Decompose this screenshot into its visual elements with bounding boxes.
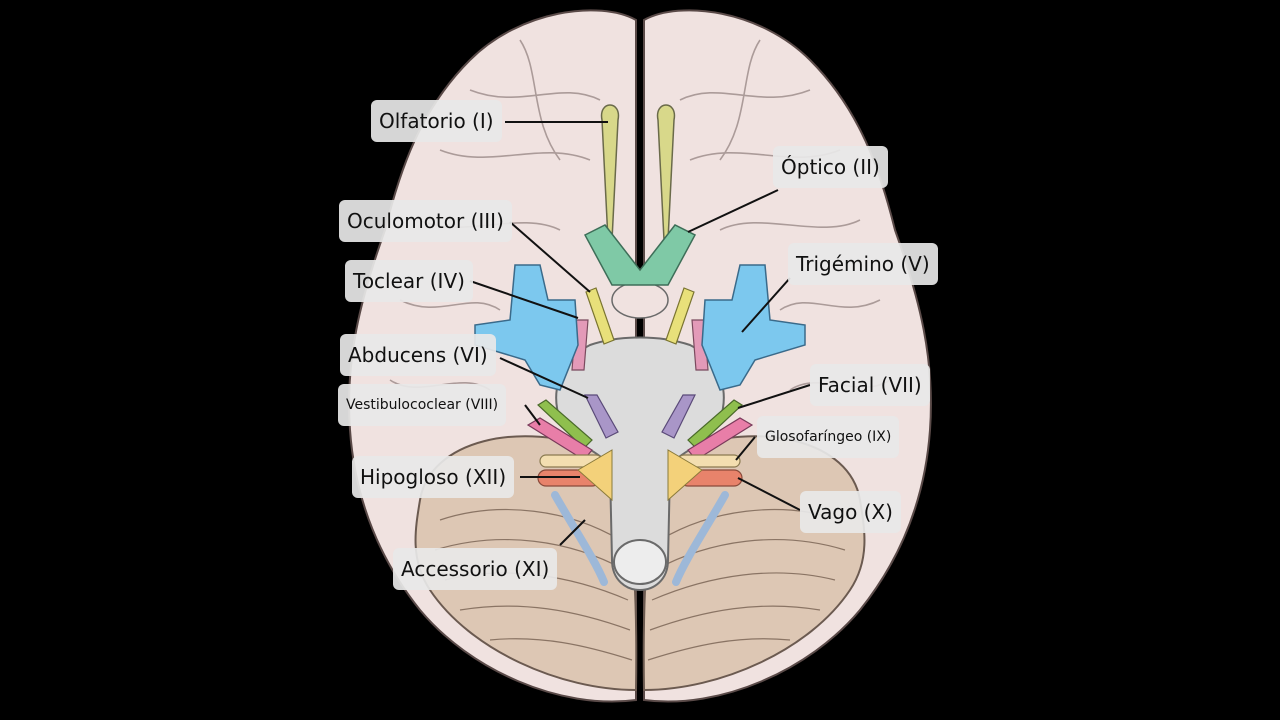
facial-nerve — [537, 399, 743, 449]
label-glosofaringeo: Glosofaríngeo (IX) — [757, 416, 900, 458]
label-oculomotor: Oculomotor (III) — [339, 200, 512, 242]
oculomotor-nerve — [585, 287, 695, 345]
label-accessorio: Accessorio (XI) — [393, 548, 558, 590]
label-vago: Vago (X) — [800, 491, 901, 533]
hypoglossal-nerve — [577, 449, 703, 502]
label-vestibulococlear: Vestibulococlear (VIII) — [338, 384, 507, 426]
abducens-nerve — [584, 394, 696, 439]
label-olfatorio: Olfatorio (I) — [371, 100, 502, 142]
optic-chiasm — [583, 224, 697, 286]
olfactory-nerve — [600, 104, 676, 241]
label-abducens: Abducens (VI) — [340, 334, 496, 376]
accessory-nerve — [551, 491, 729, 586]
label-facial: Facial (VII) — [810, 364, 930, 406]
label-optico: Óptico (II) — [773, 146, 888, 188]
label-trigemino: Trigémino (V) — [788, 243, 938, 285]
leader-lines — [469, 121, 811, 546]
trigeminal-nerve — [474, 264, 806, 391]
vestibulocochlear-nerve — [526, 417, 754, 461]
label-toclear: Toclear (IV) — [345, 260, 473, 302]
label-hipogloso: Hipogloso (XII) — [352, 456, 515, 498]
